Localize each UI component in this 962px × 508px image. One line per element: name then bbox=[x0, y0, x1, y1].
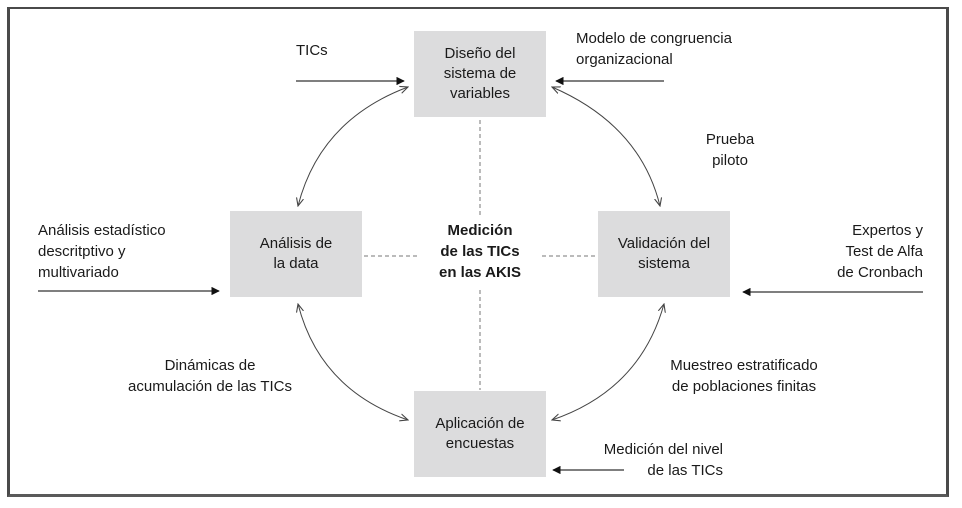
arc-top-left bbox=[298, 87, 408, 206]
arc-bottom-left bbox=[298, 304, 408, 420]
input-label-congruencia: Modelo de congruencia organizacional bbox=[576, 30, 732, 68]
input-label-expertos: Expertos y Test de Alfa de Cronbach bbox=[837, 222, 923, 281]
cycle-label-prueba-piloto: Prueba piloto bbox=[705, 131, 755, 169]
node-label: Diseño del sistema de variables bbox=[443, 45, 517, 102]
input-label-analisis-estadistico: Análisis estadístico descritptivo y mult… bbox=[38, 222, 166, 281]
node-analisis-data: Análisis de la data bbox=[230, 211, 362, 297]
node-label: Validación del sistema bbox=[617, 235, 711, 272]
node-diseno-sistema-variables: Diseño del sistema de variables bbox=[414, 31, 546, 117]
cycle-label-muestreo: Muestreo estratificado de poblaciones fi… bbox=[670, 357, 818, 395]
node-aplicacion-encuestas: Aplicación de encuestas bbox=[414, 391, 546, 477]
node-validacion-sistema: Validación del sistema bbox=[598, 211, 730, 297]
cycle-label-dinamicas: Dinámicas de acumulación de las TICs bbox=[128, 357, 292, 395]
node-label: Análisis de la data bbox=[259, 235, 333, 272]
input-label-tics: TICs bbox=[296, 42, 328, 59]
arc-top-right bbox=[552, 87, 660, 206]
center-label: Medición de las TICs en las AKIS bbox=[420, 220, 540, 283]
arc-bottom-right bbox=[552, 304, 664, 420]
node-label: Aplicación de encuestas bbox=[435, 415, 525, 452]
input-label-medicion-nivel: Medición del nivel de las TICs bbox=[603, 441, 723, 479]
